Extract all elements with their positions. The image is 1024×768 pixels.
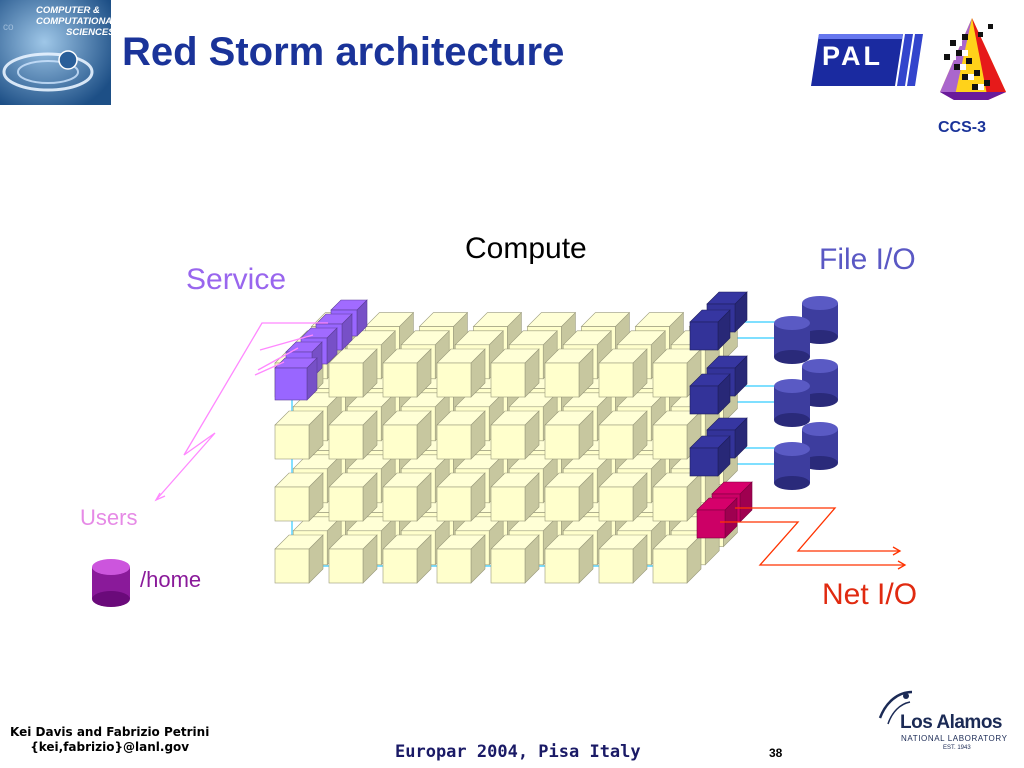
lanl-swoosh-icon	[878, 690, 913, 725]
compute-node-mesh	[274, 311, 739, 584]
pal-logo-icon	[811, 34, 923, 86]
slide-title: Red Storm architecture	[122, 30, 565, 74]
service-node-column	[274, 299, 368, 401]
compute-node	[598, 410, 648, 460]
net-io-node-column	[696, 481, 753, 539]
compute-node	[436, 410, 486, 460]
net-io-node	[696, 497, 738, 539]
lanl-logo-subtitle: NATIONAL LABORATORY	[901, 734, 1008, 743]
compute-node	[652, 472, 702, 522]
compute-node	[328, 410, 378, 460]
ccs-globe-icon: co	[0, 0, 111, 105]
net-io-label: Net I/O	[822, 578, 918, 611]
page-number: 38	[769, 746, 783, 760]
disk-icon	[774, 379, 810, 427]
users-label: Users	[80, 505, 138, 530]
section-code: CCS-3	[938, 119, 987, 136]
checkered-pyramid-icon	[940, 18, 1006, 100]
lanl-logo-est: EST. 1943	[943, 745, 971, 751]
compute-node	[382, 410, 432, 460]
net-io-network-path	[720, 507, 907, 570]
compute-node	[436, 534, 486, 584]
compute-node	[598, 534, 648, 584]
ccs-logo-line2: COMPUTATIONAL	[36, 16, 118, 27]
compute-node	[274, 472, 324, 522]
compute-node	[274, 534, 324, 584]
ccs-logo-line1: COMPUTER &	[36, 5, 100, 16]
compute-node	[436, 348, 486, 398]
compute-node	[544, 472, 594, 522]
compute-node	[598, 348, 648, 398]
service-node	[274, 357, 318, 401]
compute-node	[652, 348, 702, 398]
compute-node	[490, 348, 540, 398]
disk-icon	[774, 316, 810, 364]
service-label: Service	[186, 263, 287, 296]
author-names: Kei Davis and Fabrizio Petrini	[10, 725, 210, 739]
users-network-path	[154, 322, 328, 502]
compute-node	[544, 410, 594, 460]
compute-node	[328, 534, 378, 584]
svg-text:co: co	[3, 22, 14, 33]
file-io-node-column	[689, 291, 748, 477]
compute-node	[598, 472, 648, 522]
ccs-logo: co COMPUTER & COMPUTATIONAL SCIENCES	[0, 0, 118, 105]
compute-node	[544, 348, 594, 398]
pal-logo-text: PAL	[822, 41, 883, 71]
author-emails: {kei,fabrizio}@lanl.gov	[30, 740, 190, 754]
file-io-label: File I/O	[819, 243, 916, 276]
file-io-node	[689, 373, 731, 415]
lanl-logo-name: Los Alamos	[900, 712, 1003, 733]
compute-node	[490, 472, 540, 522]
file-io-node	[689, 309, 731, 351]
compute-label: Compute	[465, 232, 587, 265]
file-io-disk-array	[774, 296, 838, 490]
home-disk-icon	[92, 559, 130, 607]
compute-node	[544, 534, 594, 584]
author-credits: Kei Davis and Fabrizio Petrini {kei,fabr…	[10, 725, 209, 755]
compute-node	[436, 472, 486, 522]
compute-node	[490, 534, 540, 584]
compute-node	[382, 534, 432, 584]
compute-node	[274, 410, 324, 460]
compute-node	[652, 534, 702, 584]
compute-node	[328, 348, 378, 398]
compute-node	[490, 410, 540, 460]
ccs-logo-line3: SCIENCES	[66, 27, 115, 38]
conference-name: Europar 2004, Pisa Italy	[395, 742, 641, 762]
disk-icon	[774, 442, 810, 490]
disk-icon	[802, 422, 838, 470]
home-label: /home	[140, 567, 202, 592]
compute-node	[328, 472, 378, 522]
compute-node	[382, 348, 432, 398]
compute-node	[382, 472, 432, 522]
file-io-node	[689, 435, 731, 477]
